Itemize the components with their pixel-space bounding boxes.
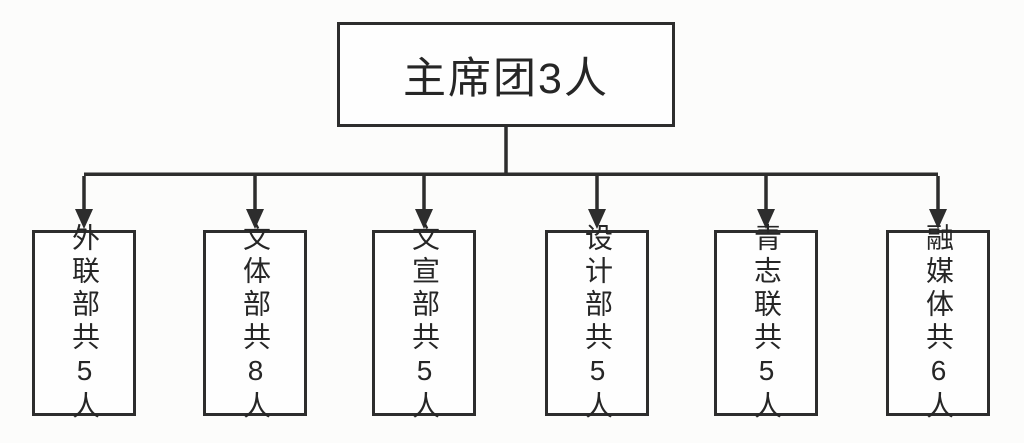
node-converged-media: 融媒体共6人 <box>886 223 990 424</box>
dept-node-label: 融媒体共6人 <box>923 222 954 424</box>
root-node-label: 主席团3人 <box>403 54 609 103</box>
node-external-liaison-dept: 外联部共5人 <box>32 223 136 424</box>
dept-node-label: 外联部共5人 <box>69 222 100 424</box>
dept-node-label: 文体部共8人 <box>240 222 271 424</box>
node-youth-volunteer-assoc: 青志联共5人 <box>714 223 818 424</box>
dept-node-label: 设计部共5人 <box>582 222 613 424</box>
dept-node-label: 文宣部共5人 <box>409 222 440 424</box>
node-publicity-dept: 文宣部共5人 <box>372 223 476 424</box>
root-node-presidium: 主席团3人 <box>337 22 675 127</box>
node-design-dept: 设计部共5人 <box>545 223 649 424</box>
dept-node-label: 青志联共5人 <box>751 222 782 424</box>
node-culture-sports-dept: 文体部共8人 <box>203 223 307 424</box>
